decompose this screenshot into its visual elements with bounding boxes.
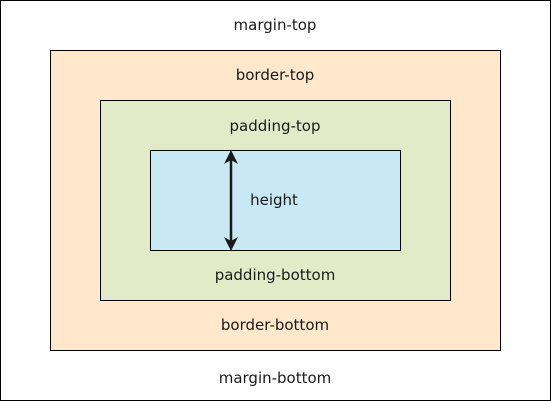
border-top-label: border-top xyxy=(235,66,315,84)
height-arrow-head-up xyxy=(224,150,238,164)
border-bottom-label: border-bottom xyxy=(220,316,330,334)
content-area xyxy=(150,150,401,251)
height-arrow-head-down xyxy=(224,237,238,251)
padding-top-label: padding-top xyxy=(229,117,321,135)
margin-bottom-label: margin-bottom xyxy=(218,369,332,387)
height-label: height xyxy=(250,191,298,209)
margin-top-label: margin-top xyxy=(233,16,317,34)
padding-bottom-label: padding-bottom xyxy=(214,266,336,284)
